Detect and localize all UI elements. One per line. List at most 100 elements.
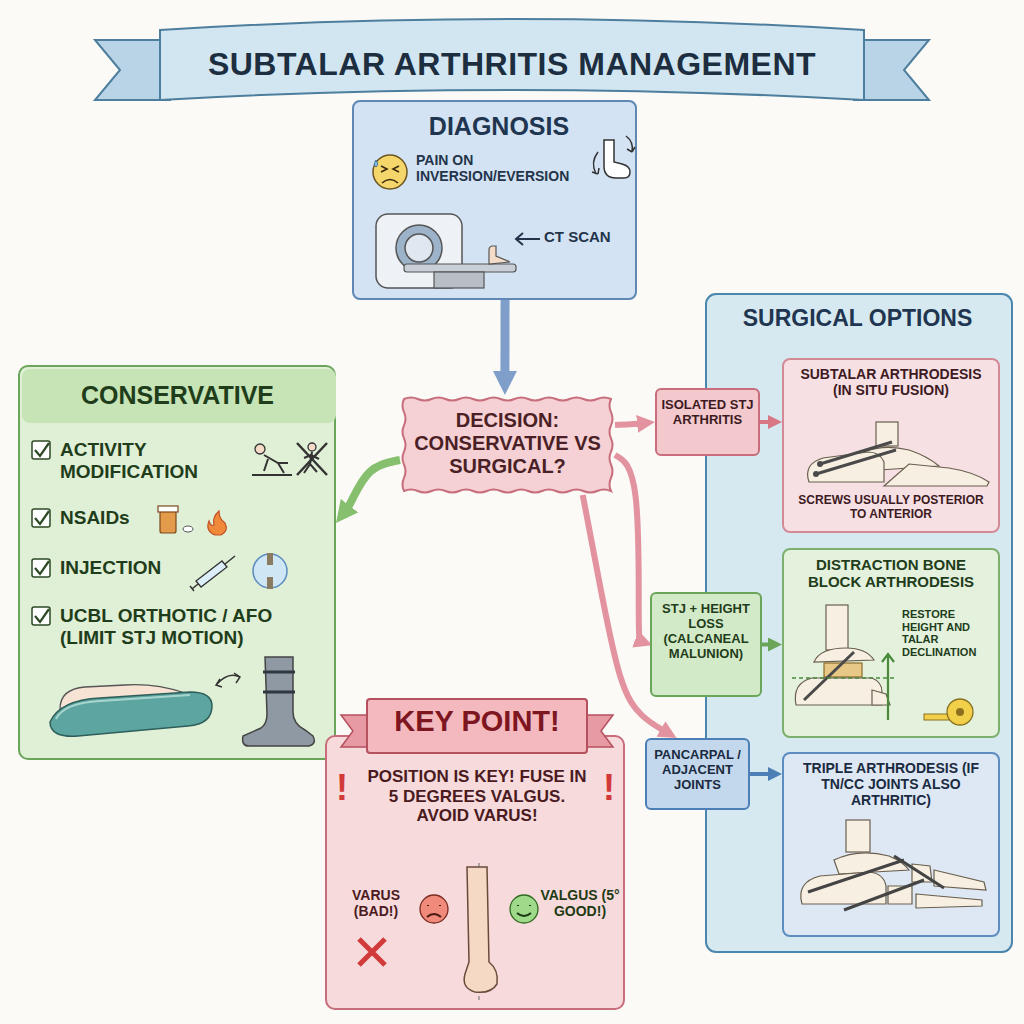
procedure-title: TRIPLE ARTHRODESIS (IF TN/CC JOINTS ALSO… [790, 760, 992, 808]
treatment-item: ACTIVITY MODIFICATION [60, 439, 245, 483]
afo-brace [243, 657, 315, 746]
ct-scanner-bore [405, 234, 433, 262]
patient-foot [489, 246, 510, 264]
double-arrow [216, 673, 240, 687]
procedure-box: DISTRACTION BONE BLOCK ARTHRODESIS RESTOR… [782, 548, 1000, 738]
procedure-title: DISTRACTION BONE BLOCK ARTHRODESIS [790, 556, 992, 591]
flow-arrow [762, 643, 772, 647]
checkmark [35, 443, 49, 456]
box-heading: DIAGNOSIS [409, 112, 589, 141]
leg-heel [464, 867, 497, 992]
decision-outline [403, 398, 613, 493]
checkbox [32, 509, 50, 527]
imaging-label: CT SCAN [544, 228, 634, 245]
height-arrow [882, 654, 894, 720]
box-heading: CONSERVATIVE [40, 381, 315, 410]
flow-arrow [500, 300, 509, 378]
condition-text: STJ + HEIGHT LOSS (CALCANEAL MALUNION) [656, 602, 756, 662]
flow-arrow [345, 460, 400, 511]
key-heading: KEY POINT! [370, 705, 584, 738]
inflammation-flame [208, 511, 226, 535]
syringe [196, 561, 227, 587]
banner-tail [95, 40, 170, 100]
forefoot-bones [884, 464, 989, 486]
position-label: VALGUS (5° GOOD!) [539, 887, 621, 919]
pointer-arrow [516, 233, 540, 245]
red-cross [359, 939, 385, 965]
exclamation-mark: ! [598, 768, 620, 808]
tape-measure [947, 699, 973, 725]
decision-shape: DECISION: CONSERVATIVE VS SURGICAL? [400, 395, 615, 495]
exclamation-mark: ! [331, 768, 353, 808]
motion-arrows [592, 136, 635, 174]
procedure-title: SUBTALAR ARTHRODESIS (IN SITU FUSION) [790, 366, 992, 398]
pain-face-mouth [382, 180, 398, 184]
ribbon-band [367, 699, 587, 753]
condition-box: ISOLATED STJ ARTHRITIS [655, 388, 760, 456]
checkmark [35, 561, 49, 574]
flow-arrow [750, 772, 772, 776]
cross-mark [297, 443, 327, 475]
foot-icon [604, 140, 630, 178]
screw-head [817, 461, 823, 467]
tibia-bone [846, 820, 870, 852]
diagram-title: SUBTALAR ARTHRITIS MANAGEMENT [170, 46, 854, 83]
key-point-box: KEY POINT!POSITION IS KEY! FUSE IN 5 DEG… [325, 735, 625, 1010]
pain-face [373, 155, 407, 189]
checkbox [32, 559, 50, 577]
flow-arrow [615, 455, 640, 641]
metatarsal-bone [916, 894, 982, 908]
banner-band [160, 19, 864, 100]
calcaneus-bone [795, 678, 882, 705]
checkbox [32, 607, 50, 625]
procedure-note: SCREWS USUALLY POSTERIOR TO ANTERIOR [792, 494, 990, 522]
scanner-table [404, 264, 516, 272]
checkmark [35, 609, 49, 622]
resting-person [255, 444, 265, 454]
condition-box: STJ + HEIGHT LOSS (CALCANEAL MALUNION) [650, 592, 762, 697]
conservative-box: CONSERVATIVE ACTIVITY MODIFICATION NSAIDsI… [18, 365, 336, 760]
connectors [345, 300, 772, 774]
sad-face [420, 895, 448, 923]
fusion-screw [804, 652, 854, 700]
flow-arrow [760, 420, 772, 424]
fusion-screws [816, 442, 896, 474]
fusion-screws [808, 856, 944, 910]
decision-text: DECISION: CONSERVATIVE VS SURGICAL? [412, 409, 603, 478]
happy-face [517, 905, 531, 916]
treatment-item: UCBL ORTHOTIC / AFO (LIMIT STJ MOTION) [60, 605, 322, 649]
sweat-drop [375, 160, 378, 167]
panel-heading: SURGICAL OPTIONS [720, 305, 995, 331]
condition-text: ISOLATED STJ ARTHRITIS [661, 398, 754, 428]
tibia-bone [826, 605, 848, 650]
pill [183, 526, 193, 532]
pill-bottle-cap [158, 506, 178, 512]
checkmark [35, 511, 49, 524]
checkbox [32, 441, 50, 459]
afo-strap [263, 672, 295, 692]
tape-measure [956, 708, 964, 716]
treatment-item: INJECTION [60, 557, 185, 579]
procedure-box: TRIPLE ARTHRODESIS (IF TN/CC JOINTS ALSO… [782, 752, 1000, 937]
symptom-text: PAIN ON INVERSION/EVERSION [416, 152, 591, 184]
procedure-box: SUBTALAR ARTHRODESIS (IN SITU FUSION) SCR… [782, 358, 1000, 533]
position-label: VARUS (BAD!) [335, 887, 417, 919]
title-banner [95, 19, 929, 100]
condition-box: PANCARPAL / ADJACENT JOINTS [645, 738, 750, 810]
ucbl-orthotic [50, 692, 212, 736]
treatment-item: NSAIDs [60, 507, 150, 529]
syringe [190, 556, 235, 591]
sad-face [427, 905, 441, 917]
joint-icon [253, 554, 287, 588]
pill-bottle [160, 511, 176, 533]
height-line [792, 677, 896, 678]
happy-face [510, 895, 538, 923]
scanner-base [434, 272, 484, 288]
condition-text: PANCARPAL / ADJACENT JOINTS [651, 748, 744, 793]
pain-face-eyes [381, 166, 399, 172]
joint-bones [267, 553, 273, 589]
resting-person [252, 455, 292, 475]
screw-head [813, 471, 819, 477]
procedure-note: RESTORE HEIGHT AND TALAR DECLINATION [902, 608, 996, 659]
